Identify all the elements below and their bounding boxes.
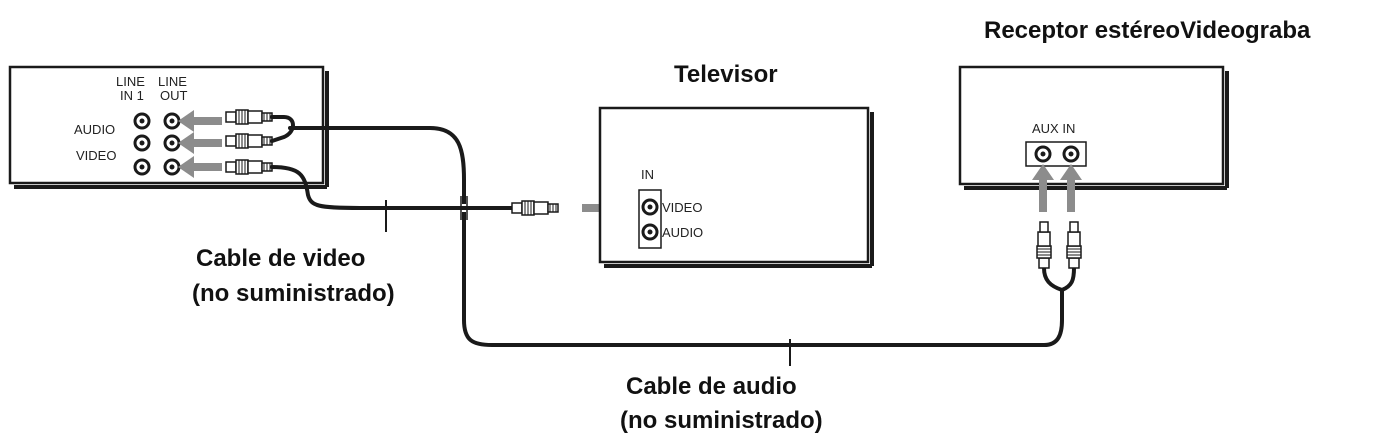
vcr-line-out-audio-l-jack xyxy=(163,112,181,130)
receiver-plug-left xyxy=(1036,221,1052,269)
vcr-arrow-audio-r xyxy=(178,132,222,154)
video-cable xyxy=(270,165,514,210)
vcr-header-line-left: LINE xyxy=(116,74,145,89)
vcr-unit: LINE LINE IN 1 OUT AUDIO VIDEO xyxy=(8,65,329,189)
tv-title: Televisor xyxy=(674,61,778,88)
receiver-aux-r-jack xyxy=(1062,145,1080,163)
receiver-unit: Receptor estéreoVideograba AUX IN xyxy=(958,17,1311,190)
receiver-arrow-right xyxy=(1060,164,1082,212)
vcr-line-in-video-jack xyxy=(133,158,151,176)
cables xyxy=(270,115,1076,347)
vcr-arrow-audio-l xyxy=(178,110,222,132)
vcr-line-out-audio-r-jack xyxy=(163,134,181,152)
vcr-arrow-video xyxy=(178,156,222,178)
tv-audio-in-jack xyxy=(641,223,659,241)
audio-cable-caption-line1: Cable de audio xyxy=(626,373,797,400)
receiver-title: Receptor estéreoVideograba xyxy=(984,17,1311,44)
video-cable-caption-line1: Cable de video xyxy=(196,245,365,272)
audio-cable-split-r xyxy=(1060,266,1076,292)
receiver-plug-right xyxy=(1066,221,1082,269)
vcr-header-in1: IN 1 xyxy=(120,88,144,103)
receiver-aux-l-jack xyxy=(1034,145,1052,163)
vcr-line-in-audio-r-jack xyxy=(133,134,151,152)
tv-unit: Televisor IN VIDEO AUDIO xyxy=(598,61,874,268)
tv-video-plug xyxy=(511,200,559,216)
vcr-header-out: OUT xyxy=(160,88,188,103)
vcr-line-out-video-jack xyxy=(163,158,181,176)
audio-cable xyxy=(288,126,1064,347)
tv-video-label: VIDEO xyxy=(662,200,702,215)
tv-video-in-jack xyxy=(641,198,659,216)
audio-cable-split-l xyxy=(1042,266,1064,292)
tv-audio-label: AUDIO xyxy=(662,225,703,240)
video-cable-caption-line2: (no suministrado) xyxy=(192,280,395,307)
receiver-aux-label: AUX IN xyxy=(1032,121,1075,136)
audio-cable-l xyxy=(270,115,295,143)
vcr-label-audio: AUDIO xyxy=(74,122,115,137)
receiver-body xyxy=(958,65,1225,186)
receiver-arrow-left xyxy=(1032,164,1054,212)
vcr-header-line-right: LINE xyxy=(158,74,187,89)
audio-cable-caption-line2: (no suministrado) xyxy=(620,407,823,434)
vcr-label-video: VIDEO xyxy=(76,148,116,163)
vcr-line-in-audio-l-jack xyxy=(133,112,151,130)
tv-in-label: IN xyxy=(641,167,654,182)
